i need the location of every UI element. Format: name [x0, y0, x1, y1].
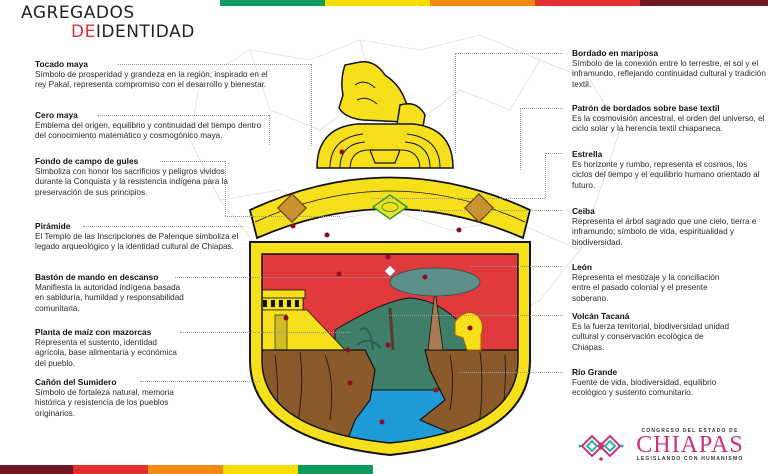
label-text: Símbolo de prosperidad y grandeza en la … — [35, 69, 268, 90]
top-stripe-maroon — [640, 0, 768, 6]
leader-leon — [470, 266, 563, 267]
logo-top-text: CONGRESO DEL ESTADO DE — [641, 428, 739, 434]
label-text: Manifiesta la autoridad indígena basada … — [35, 282, 184, 313]
label-title: Estrella — [572, 149, 603, 159]
label-cero-maya: Cero maya Emblema del origen, equilibrio… — [35, 110, 270, 142]
label-text: Fuente de vida, biodiversidad, equilibri… — [572, 377, 717, 398]
label-tocado-maya: Tocado maya Símbolo de prosperidad y gra… — [35, 59, 270, 91]
leader-canon — [140, 381, 260, 382]
bottom-stripe-orange — [148, 465, 223, 474]
label-text: Representa el mestizaje y la conciliació… — [572, 272, 720, 303]
cero-maya-icon — [371, 194, 409, 220]
label-title: Cañón del Sumidero — [35, 377, 117, 387]
leader-estrella — [545, 153, 563, 154]
leader-tocado-v — [311, 64, 312, 146]
leader-bordado-v — [455, 53, 456, 153]
label-canon-sumidero: Cañón del Sumidero Símbolo de fortaleza … — [35, 377, 205, 419]
label-title: Volcán Tacaná — [572, 311, 630, 321]
leader-estrella-v — [545, 153, 546, 198]
label-text: Simboliza con honor los sacrificios y pe… — [35, 166, 228, 197]
label-text: El Templo de las Inscripciones de Palenq… — [35, 231, 239, 252]
label-title: León — [572, 262, 593, 272]
page-title: AGREGADOS DEIDENTIDAD — [21, 4, 195, 42]
textile-pattern-logo-icon — [578, 434, 624, 461]
title-line1: AGREGADOS — [21, 3, 135, 23]
label-title: Bordado en mariposa — [572, 48, 659, 58]
maiz-icon — [356, 327, 382, 351]
top-stripe-green — [220, 0, 325, 6]
leader-cero-v — [269, 115, 270, 145]
piramide-icon — [262, 289, 346, 351]
title-line2: IDENTIDAD — [95, 22, 195, 42]
butterfly-embroidery-left-icon — [277, 193, 307, 223]
bottom-stripe-green — [298, 465, 373, 474]
leader-tocado — [118, 64, 311, 65]
leader-baston — [175, 277, 390, 278]
leader-patron-v — [520, 108, 521, 170]
leader-fondo-v — [225, 161, 226, 216]
label-piramide: Pirámide El Templo de las Inscripciones … — [35, 221, 240, 253]
label-leon: León Representa el mestizaje y la concil… — [572, 262, 732, 304]
label-title: Cero maya — [35, 110, 78, 120]
label-title: Patrón de bordados sobre base textil — [572, 103, 720, 113]
leader-maiz — [180, 332, 350, 333]
ceiba-icon — [389, 267, 481, 351]
leader-fondo — [160, 161, 225, 162]
label-bordado-mariposa: Bordado en mariposa Símbolo de la conexi… — [572, 48, 767, 90]
leader-patron — [520, 108, 563, 109]
leader-estrella-h2 — [372, 198, 545, 199]
label-estrella: Estrella Es horizonte y rumbo, represent… — [572, 149, 767, 191]
label-text: Símbolo de fortaleza natural, memoria hi… — [35, 387, 174, 418]
leader-fondo-h2 — [225, 216, 340, 217]
chiapas-coat-of-arms — [248, 61, 532, 457]
label-patron-bordados: Patrón de bordados sobre base textil Es … — [572, 103, 767, 135]
logo-tagline: LEGISLANDO CON HUMANISMO — [636, 456, 744, 462]
tocado-maya-crown — [316, 61, 454, 169]
label-fondo-gules: Fondo de campo de gules Simboliza con ho… — [35, 156, 235, 198]
leon-icon — [454, 312, 483, 351]
label-text: Representa el sustento, identidad agríco… — [35, 337, 177, 368]
label-title: Bastón de mando en descanso — [35, 272, 159, 282]
leader-rio — [460, 372, 563, 373]
label-title: Tocado maya — [35, 59, 88, 69]
logo-name: CHIAPAS — [636, 432, 744, 458]
label-title: Ceiba — [572, 206, 595, 216]
label-text: Símbolo de la conexión entre lo terrestr… — [572, 58, 766, 89]
congreso-chiapas-logo: CONGRESO DEL ESTADO DE CHIAPAS LEGISLAND… — [578, 428, 758, 464]
label-title: Fondo de campo de gules — [35, 156, 139, 166]
butterfly-embroidery-right-icon — [464, 193, 494, 223]
label-text: Representa el árbol sagrado que une ciel… — [572, 216, 757, 247]
label-text: Es horizonte y rumbo, representa el cosm… — [572, 159, 760, 190]
label-baston: Bastón de mando en descanso Manifiesta l… — [35, 272, 185, 314]
label-title: Río Grande — [572, 367, 618, 377]
label-title: Planta de maíz con mazorcas — [35, 327, 152, 337]
bottom-stripe-maroon — [0, 465, 73, 474]
leader-ceiba — [420, 210, 563, 211]
leader-bordado — [455, 53, 563, 54]
label-text: Es la cosmovisión ancestral, el orden de… — [572, 113, 765, 134]
estrella-icon — [383, 264, 397, 278]
leader-cero — [97, 115, 269, 116]
top-stripe-yellow — [325, 0, 430, 6]
top-stripe-red — [535, 0, 640, 6]
label-text: Es la fuerza territorial, biodiversidad … — [572, 321, 730, 352]
leader-piramide — [83, 226, 243, 227]
label-title: Pirámide — [35, 221, 71, 231]
label-volcan-tacana: Volcán Tacaná Es la fuerza territorial, … — [572, 311, 737, 353]
label-text: Emblema del origen, equilibrio y continu… — [35, 120, 262, 141]
label-rio-grande: Río Grande Fuente de vida, biodiversidad… — [572, 367, 722, 399]
title-de: DE — [71, 22, 96, 42]
label-maiz: Planta de maíz con mazorcas Representa e… — [35, 327, 185, 369]
leader-volcan — [390, 315, 563, 316]
bottom-stripe-yellow — [223, 465, 298, 474]
top-stripe-orange — [430, 0, 535, 6]
bottom-stripe-red — [73, 465, 148, 474]
label-ceiba: Ceiba Representa el árbol sagrado que un… — [572, 206, 767, 248]
